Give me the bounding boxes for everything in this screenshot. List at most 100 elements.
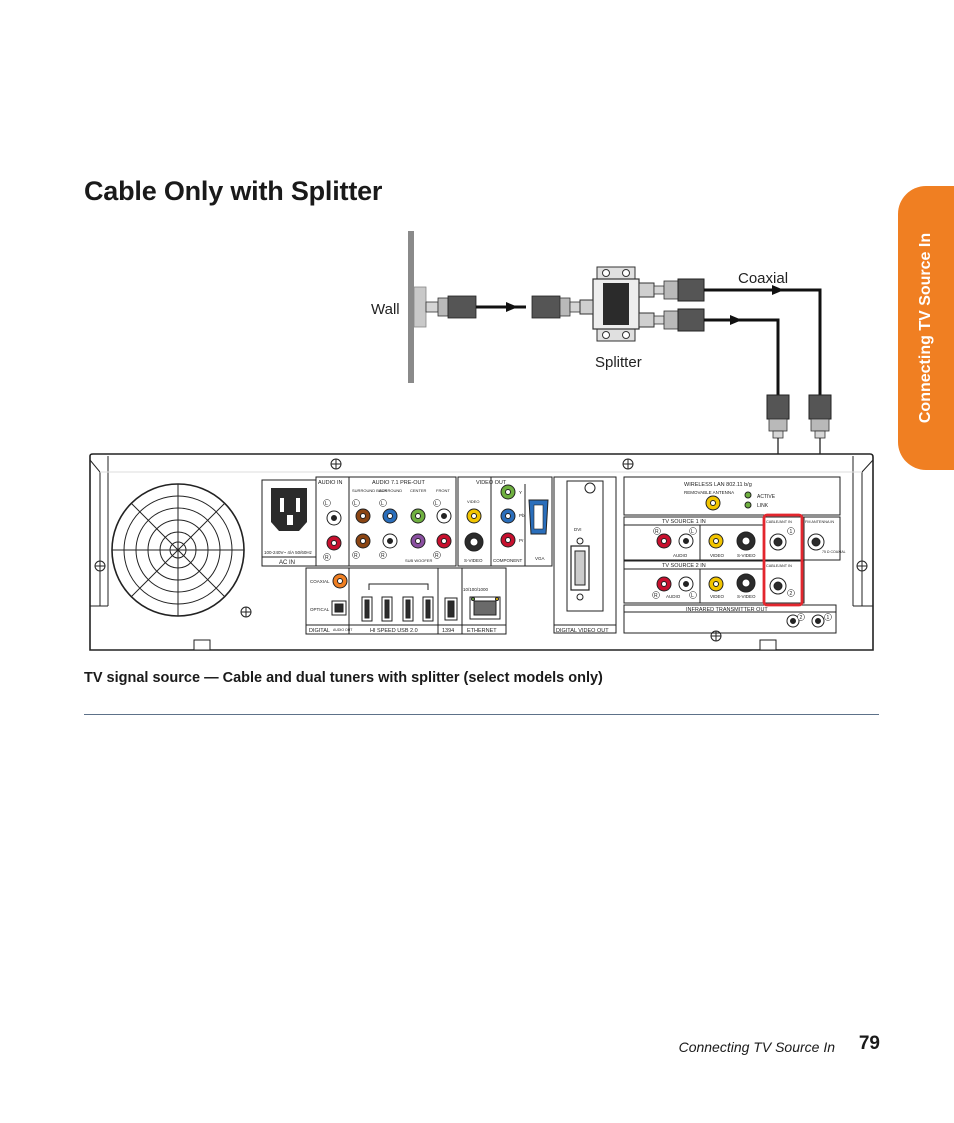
wall-plate <box>413 286 427 328</box>
video-out-section <box>457 476 553 567</box>
svg-text:L: L <box>381 501 384 507</box>
pr-label: Pr <box>519 538 524 543</box>
tv2-ports <box>656 573 787 595</box>
tv1-svideo-label: S-VIDEO <box>737 553 756 558</box>
surround-back-label: SURROUND BACK <box>352 488 387 493</box>
svg-text:1: 1 <box>790 529 793 535</box>
ir-ports <box>786 614 825 628</box>
svg-text:R: R <box>325 555 329 561</box>
fm-antenna-label: FM ANTENNA IN <box>805 520 834 524</box>
page-title: Cable Only with Splitter <box>84 176 383 206</box>
tv2-cable-ant-label: CABLE/ANT IN <box>766 564 792 568</box>
coax-cable-1 <box>704 288 822 395</box>
wireless-section <box>623 476 841 516</box>
audio-71-label: AUDIO 7.1 PRE-OUT <box>372 480 426 486</box>
tv1-video-label: VIDEO <box>710 553 725 558</box>
connection-diagram: Wall Splitter Coa <box>89 231 874 651</box>
coax-connector-tuner-1 <box>808 394 832 439</box>
tv2-label: TV SOURCE 2 IN <box>662 563 706 569</box>
video-label: VIDEO <box>467 499 479 504</box>
coaxial-out-label: COAXIAL <box>310 579 330 584</box>
page-number: 79 <box>858 1033 880 1054</box>
tv2-svideo-label: S-VIDEO <box>737 594 756 599</box>
arrow-head <box>772 285 784 295</box>
divider <box>84 714 879 715</box>
wall <box>408 231 414 383</box>
ethernet-label: ETHERNET <box>467 628 497 634</box>
dvi-label: DVI <box>574 527 582 532</box>
arrow-head <box>730 315 742 325</box>
y-label: Y <box>519 490 522 495</box>
wireless-label: WIRELESS LAN 802.11 b/g <box>684 482 752 488</box>
active-label: ACTIVE <box>757 494 776 500</box>
digital-io-ports <box>331 573 501 622</box>
svg-text:R: R <box>381 553 385 559</box>
audio-section <box>315 476 457 567</box>
svg-text:L: L <box>354 501 357 507</box>
channel-numbers: L R L R L R L R R L R L 1 2 2 1 <box>323 499 832 621</box>
pb-label: Pb <box>519 513 525 518</box>
svg-text:2: 2 <box>800 615 803 621</box>
component-label: COMPONENT <box>493 558 523 563</box>
ac-in-label: AC IN <box>279 560 295 566</box>
svg-text:R: R <box>654 593 658 599</box>
splitter-input-connector <box>531 295 581 319</box>
svg-text:2: 2 <box>790 591 793 597</box>
video-jacks <box>464 484 549 552</box>
wall-label: Wall <box>371 301 400 318</box>
tv1-ports <box>656 531 825 551</box>
digital-label: DIGITAL <box>309 628 330 634</box>
arrow-head <box>506 302 518 312</box>
coaxial-75-label: 75 Ω COAXIAL <box>822 550 846 554</box>
tv1-cable-ant-label: CABLE/ANT IN <box>766 520 792 524</box>
splitter-label: Splitter <box>595 354 642 371</box>
center-label: CENTER <box>410 488 427 493</box>
tv2-audio-label: AUDIO <box>666 594 681 599</box>
audio-jacks <box>326 508 452 551</box>
tv2-video-label: VIDEO <box>710 594 725 599</box>
optical-label: OPTICAL <box>310 607 330 612</box>
dvi-section <box>553 476 617 634</box>
ac-rating: 100-240V~ 4/A 50/60Hz <box>264 550 313 555</box>
svg-text:L: L <box>691 529 694 535</box>
surround-label: SURROUND <box>379 488 402 493</box>
ir-out-label: INFRARED TRANSMITTER OUT <box>686 607 768 613</box>
section-tab: Connecting TV Source In <box>898 186 954 470</box>
ethernet-speed-label: 10/100/1000 <box>463 587 489 592</box>
svg-text:L: L <box>435 501 438 507</box>
figure-caption: TV signal source — Cable and dual tuners… <box>84 670 603 686</box>
link-label: LINK <box>757 503 769 509</box>
audio-out-label: AUDIO OUT <box>333 628 353 632</box>
io-lower-section <box>305 567 507 635</box>
video-out-label: VIDEO OUT <box>476 480 507 486</box>
svg-text:R: R <box>354 553 358 559</box>
sub-woofer-label: SUB WOOFER <box>405 558 432 563</box>
usb-label: HI SPEED USB 2.0 <box>370 628 418 634</box>
coax-cable-2 <box>704 318 780 395</box>
svg-text:R: R <box>435 553 439 559</box>
svideo-label: S-VIDEO <box>464 558 483 563</box>
svg-text:R: R <box>655 529 659 535</box>
ac-in-section <box>261 479 317 567</box>
svg-text:L: L <box>325 501 328 507</box>
audio-in-label: AUDIO IN <box>318 480 342 486</box>
highlight-cable-ant-in <box>762 513 804 607</box>
splitter-output-top <box>653 278 705 302</box>
coax-connector-tuner-2 <box>766 394 790 439</box>
footer-section: Connecting TV Source In <box>678 1039 835 1055</box>
wireless-ports <box>705 491 752 511</box>
svg-text:1: 1 <box>827 615 830 621</box>
ir-out-section <box>623 604 837 634</box>
splitter <box>579 266 655 342</box>
coaxial-label: Coaxial <box>738 270 788 287</box>
tv1-label: TV SOURCE 1 IN <box>662 519 706 525</box>
removable-antenna-label: REMOVABLE ANTENNA <box>684 490 734 495</box>
fan-grille <box>111 483 245 617</box>
tv1-audio-label: AUDIO <box>673 553 688 558</box>
vga-label: VGA <box>535 556 545 561</box>
front-label: FRONT <box>436 488 450 493</box>
splitter-output-bottom <box>653 308 705 332</box>
svg-text:L: L <box>691 593 694 599</box>
digital-video-out-label: DIGITAL VIDEO OUT <box>556 628 609 634</box>
firewire-label: 1394 <box>442 628 454 634</box>
